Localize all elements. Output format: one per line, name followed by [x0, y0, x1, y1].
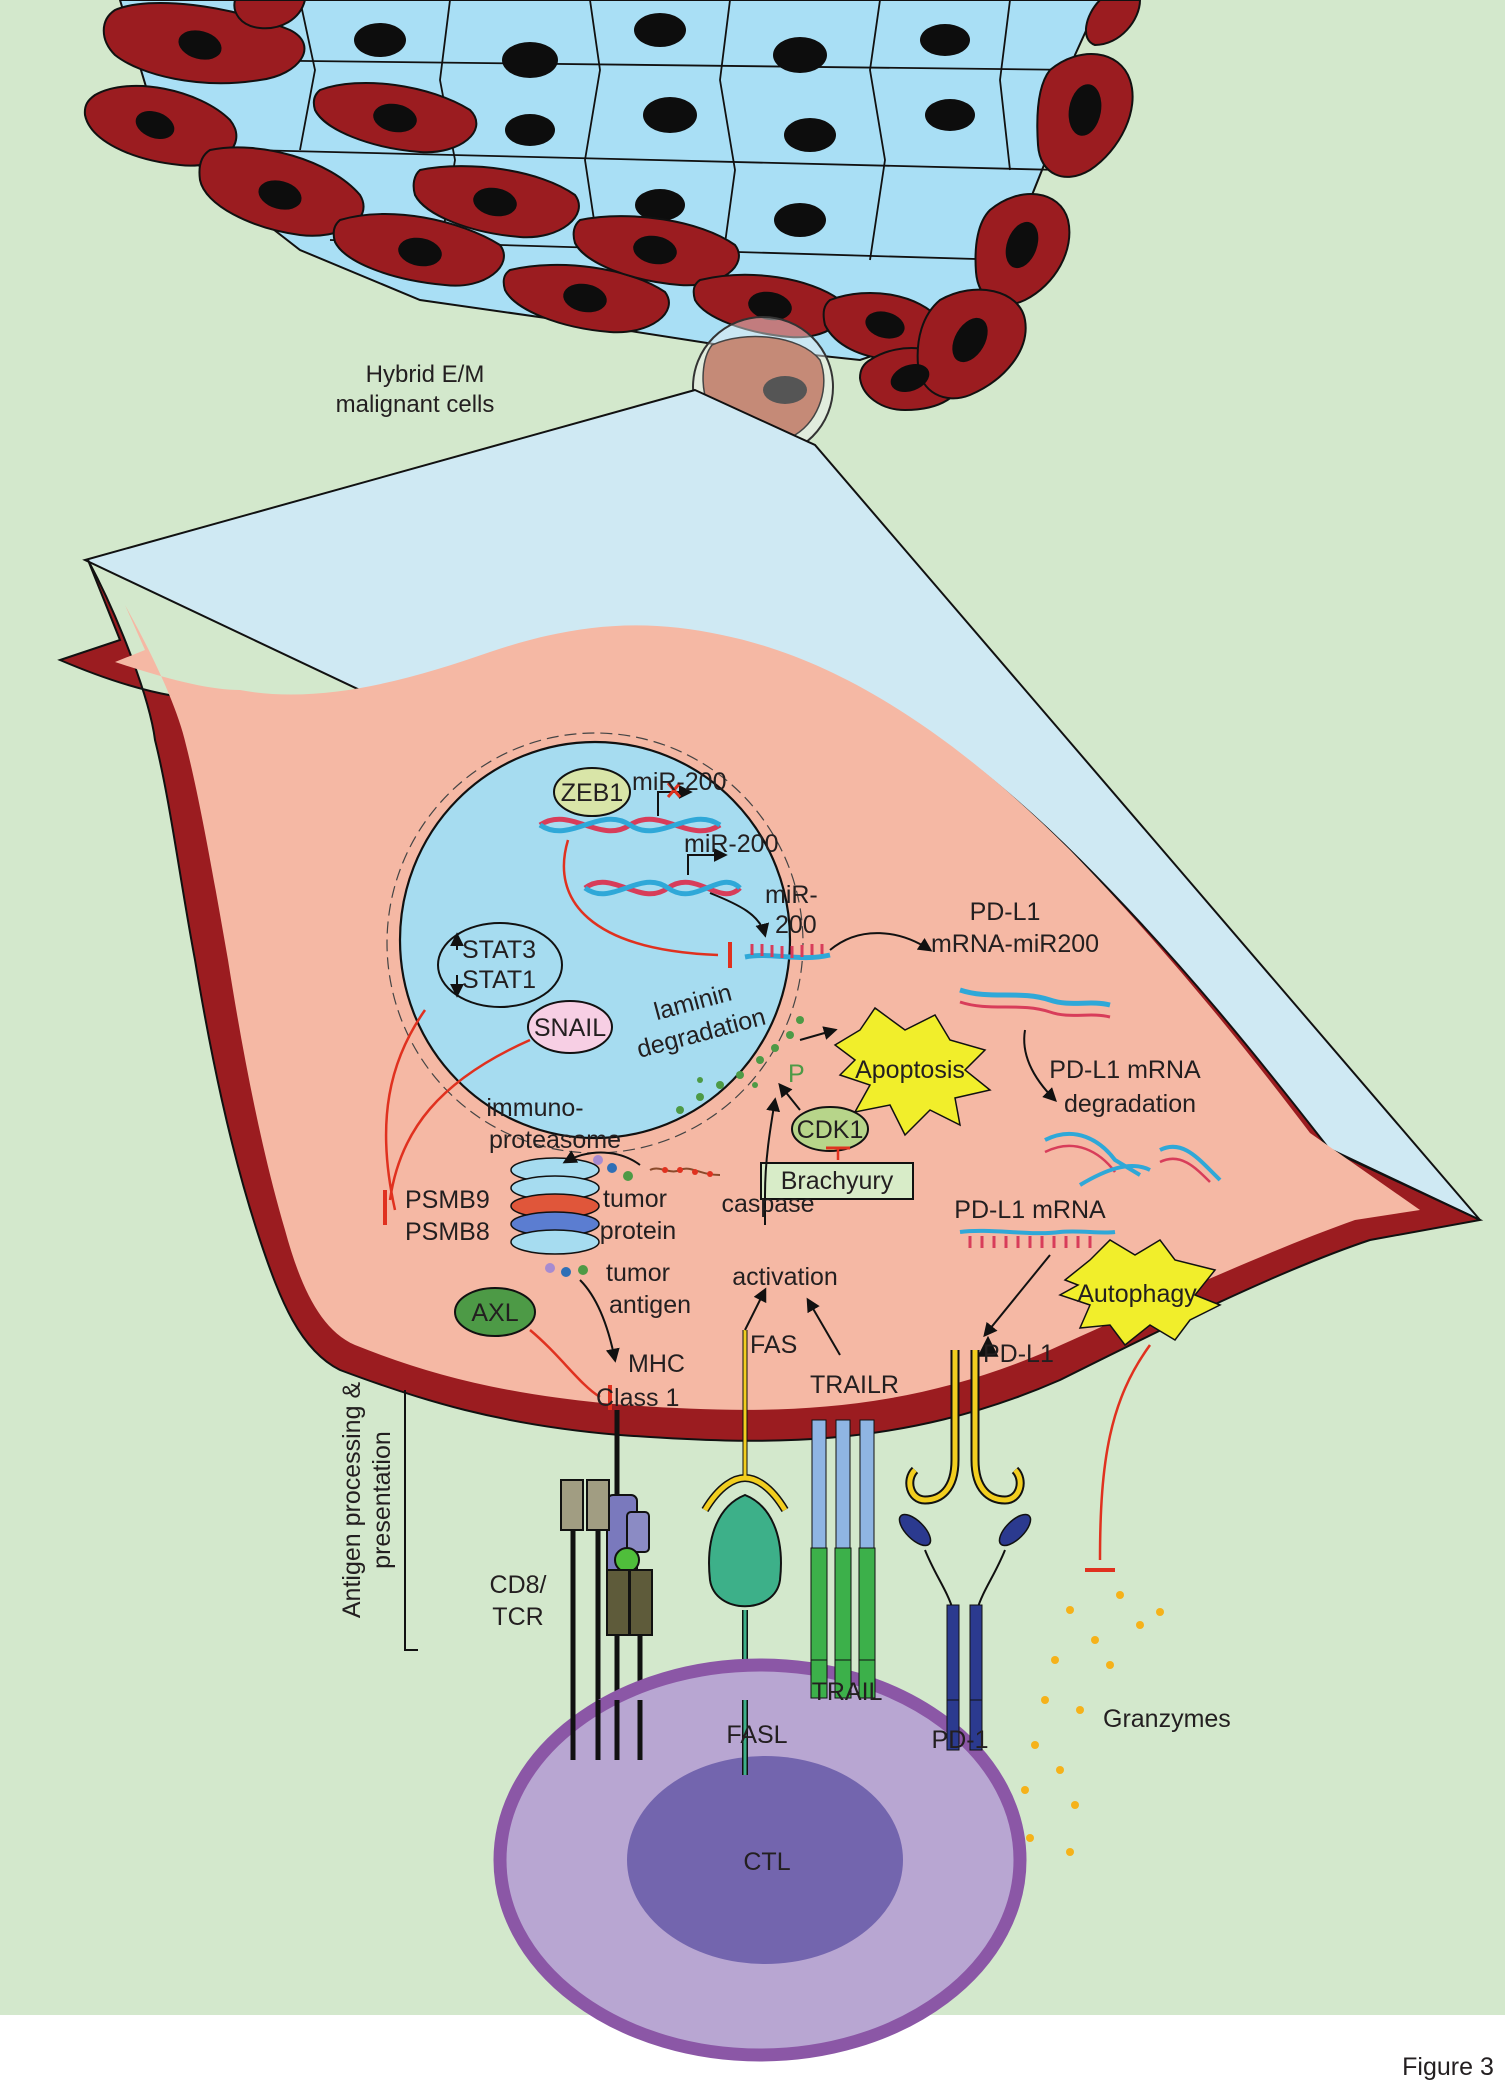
caspase-label-line1: caspase — [721, 1190, 814, 1218]
stat-oval — [437, 922, 563, 1008]
immunoproteasome-label-line2: proteasome — [489, 1126, 621, 1154]
caspase-label-line2: activation — [732, 1263, 838, 1291]
antigen-processing-label-line2: presentation — [368, 1431, 396, 1569]
pdl1-mrna — [959, 1228, 1116, 1248]
trail-label: TRAIL — [812, 1678, 883, 1706]
mir200-ticks — [750, 944, 824, 958]
pdl1-label: PD-L1 — [983, 1340, 1054, 1368]
pdl1-mir200-duplex — [959, 987, 1111, 1019]
phospho-label: P — [788, 1060, 805, 1088]
pdl1-receptor — [905, 1335, 1025, 1505]
mesenchymal-nuclei — [135, 30, 1102, 393]
pdl1-mrna-label: PD-L1 mRNA — [954, 1196, 1106, 1224]
brachyury-label: Brachyury — [781, 1167, 894, 1195]
tumor-antigen-label-line1: tumor — [606, 1259, 670, 1287]
hybrid-cells-label-line1: Hybrid E/M — [366, 361, 485, 388]
hybrid-cells-label-line2: malignant cells — [336, 391, 495, 418]
snail-label: SNAIL — [534, 1014, 606, 1042]
mir200-strand — [744, 952, 831, 961]
autophagy-burst — [1058, 1239, 1222, 1347]
tumor-antigen-label-line2: antigen — [609, 1291, 691, 1319]
tumor-protein-label-line2: protein — [600, 1217, 676, 1245]
antigen-processing-bracket — [404, 1390, 418, 1651]
ctl-nucleus — [627, 1756, 903, 1964]
cd8-tcr-label-line1: CD8/ — [490, 1571, 547, 1599]
dna-helix-top — [538, 816, 722, 834]
immunoproteasome-label-line1: immuno- — [486, 1094, 583, 1122]
zeb1-oval — [553, 767, 631, 817]
granzymes-dots — [1021, 1591, 1164, 1856]
granzymes-label: Granzymes — [1103, 1705, 1231, 1733]
axl-oval — [454, 1287, 536, 1337]
fas-label: FAS — [750, 1331, 797, 1359]
axl-label: AXL — [471, 1299, 518, 1327]
apoptosis-label: Apoptosis — [855, 1056, 965, 1084]
tumor-protein-label-line1: tumor — [603, 1185, 667, 1213]
cdk1-oval — [791, 1106, 869, 1152]
antigen-processing-label-line1: Antigen processing & — [338, 1382, 366, 1619]
cdk1-label: CDK1 — [797, 1116, 864, 1144]
laminin-dots — [676, 1016, 804, 1114]
pd1-label: PD-1 — [932, 1726, 989, 1754]
pd1-receptor — [898, 1513, 1032, 1726]
immunoproteasome — [510, 1157, 600, 1255]
fas-receptor — [701, 1330, 789, 1513]
psmb9-label: PSMB9 — [405, 1186, 490, 1214]
tumor-antigen-beads — [545, 1263, 588, 1277]
dna-helix-middle — [583, 879, 742, 897]
pdl1-mir200-label-line2: mRNA-miR200 — [931, 930, 1099, 958]
figure-label: Figure 3 — [1402, 2053, 1494, 2081]
snail-oval — [527, 1000, 613, 1054]
autophagy-label: Autophagy — [1077, 1280, 1197, 1308]
mir200-label-c2: 200 — [775, 911, 817, 939]
mir200-label-c1: miR- — [765, 881, 818, 909]
nucleus — [398, 740, 792, 1140]
apoptosis-burst — [833, 1006, 992, 1137]
psmb8-label: PSMB8 — [405, 1218, 490, 1246]
brachyury-box — [760, 1162, 914, 1200]
pdl1-degradation-label-line1: PD-L1 mRNA — [1049, 1056, 1201, 1084]
mir200-label-a: miR-200 — [632, 768, 726, 796]
trailr-label: TRAILR — [810, 1371, 899, 1399]
mhc-label-line2: Class 1 — [596, 1384, 679, 1412]
stat3-label: STAT3 — [462, 936, 536, 964]
trailr-receptor — [811, 1419, 875, 1561]
magnified-nucleus — [763, 376, 807, 404]
tumor-protein-beads — [593, 1155, 721, 1181]
degraded-mrna-fragments — [1044, 1131, 1222, 1187]
trail-ligand — [810, 1547, 876, 1681]
pdl1-mir200-label-line1: PD-L1 — [970, 898, 1041, 926]
fasl-label: FASL — [726, 1721, 787, 1749]
zeb1-label: ZEB1 — [561, 779, 624, 807]
stat1-label: STAT1 — [462, 966, 536, 994]
tissue-sheet — [83, 0, 1142, 412]
mir200-label-b: miR-200 — [684, 830, 778, 858]
ctl-label: CTL — [743, 1848, 790, 1876]
cd8-tcr-label-line2: TCR — [492, 1603, 543, 1631]
mhc-label-line1: MHC — [628, 1350, 685, 1378]
pdl1-degradation-label-line2: degradation — [1064, 1090, 1196, 1118]
tcr-receptor — [606, 1569, 653, 1745]
